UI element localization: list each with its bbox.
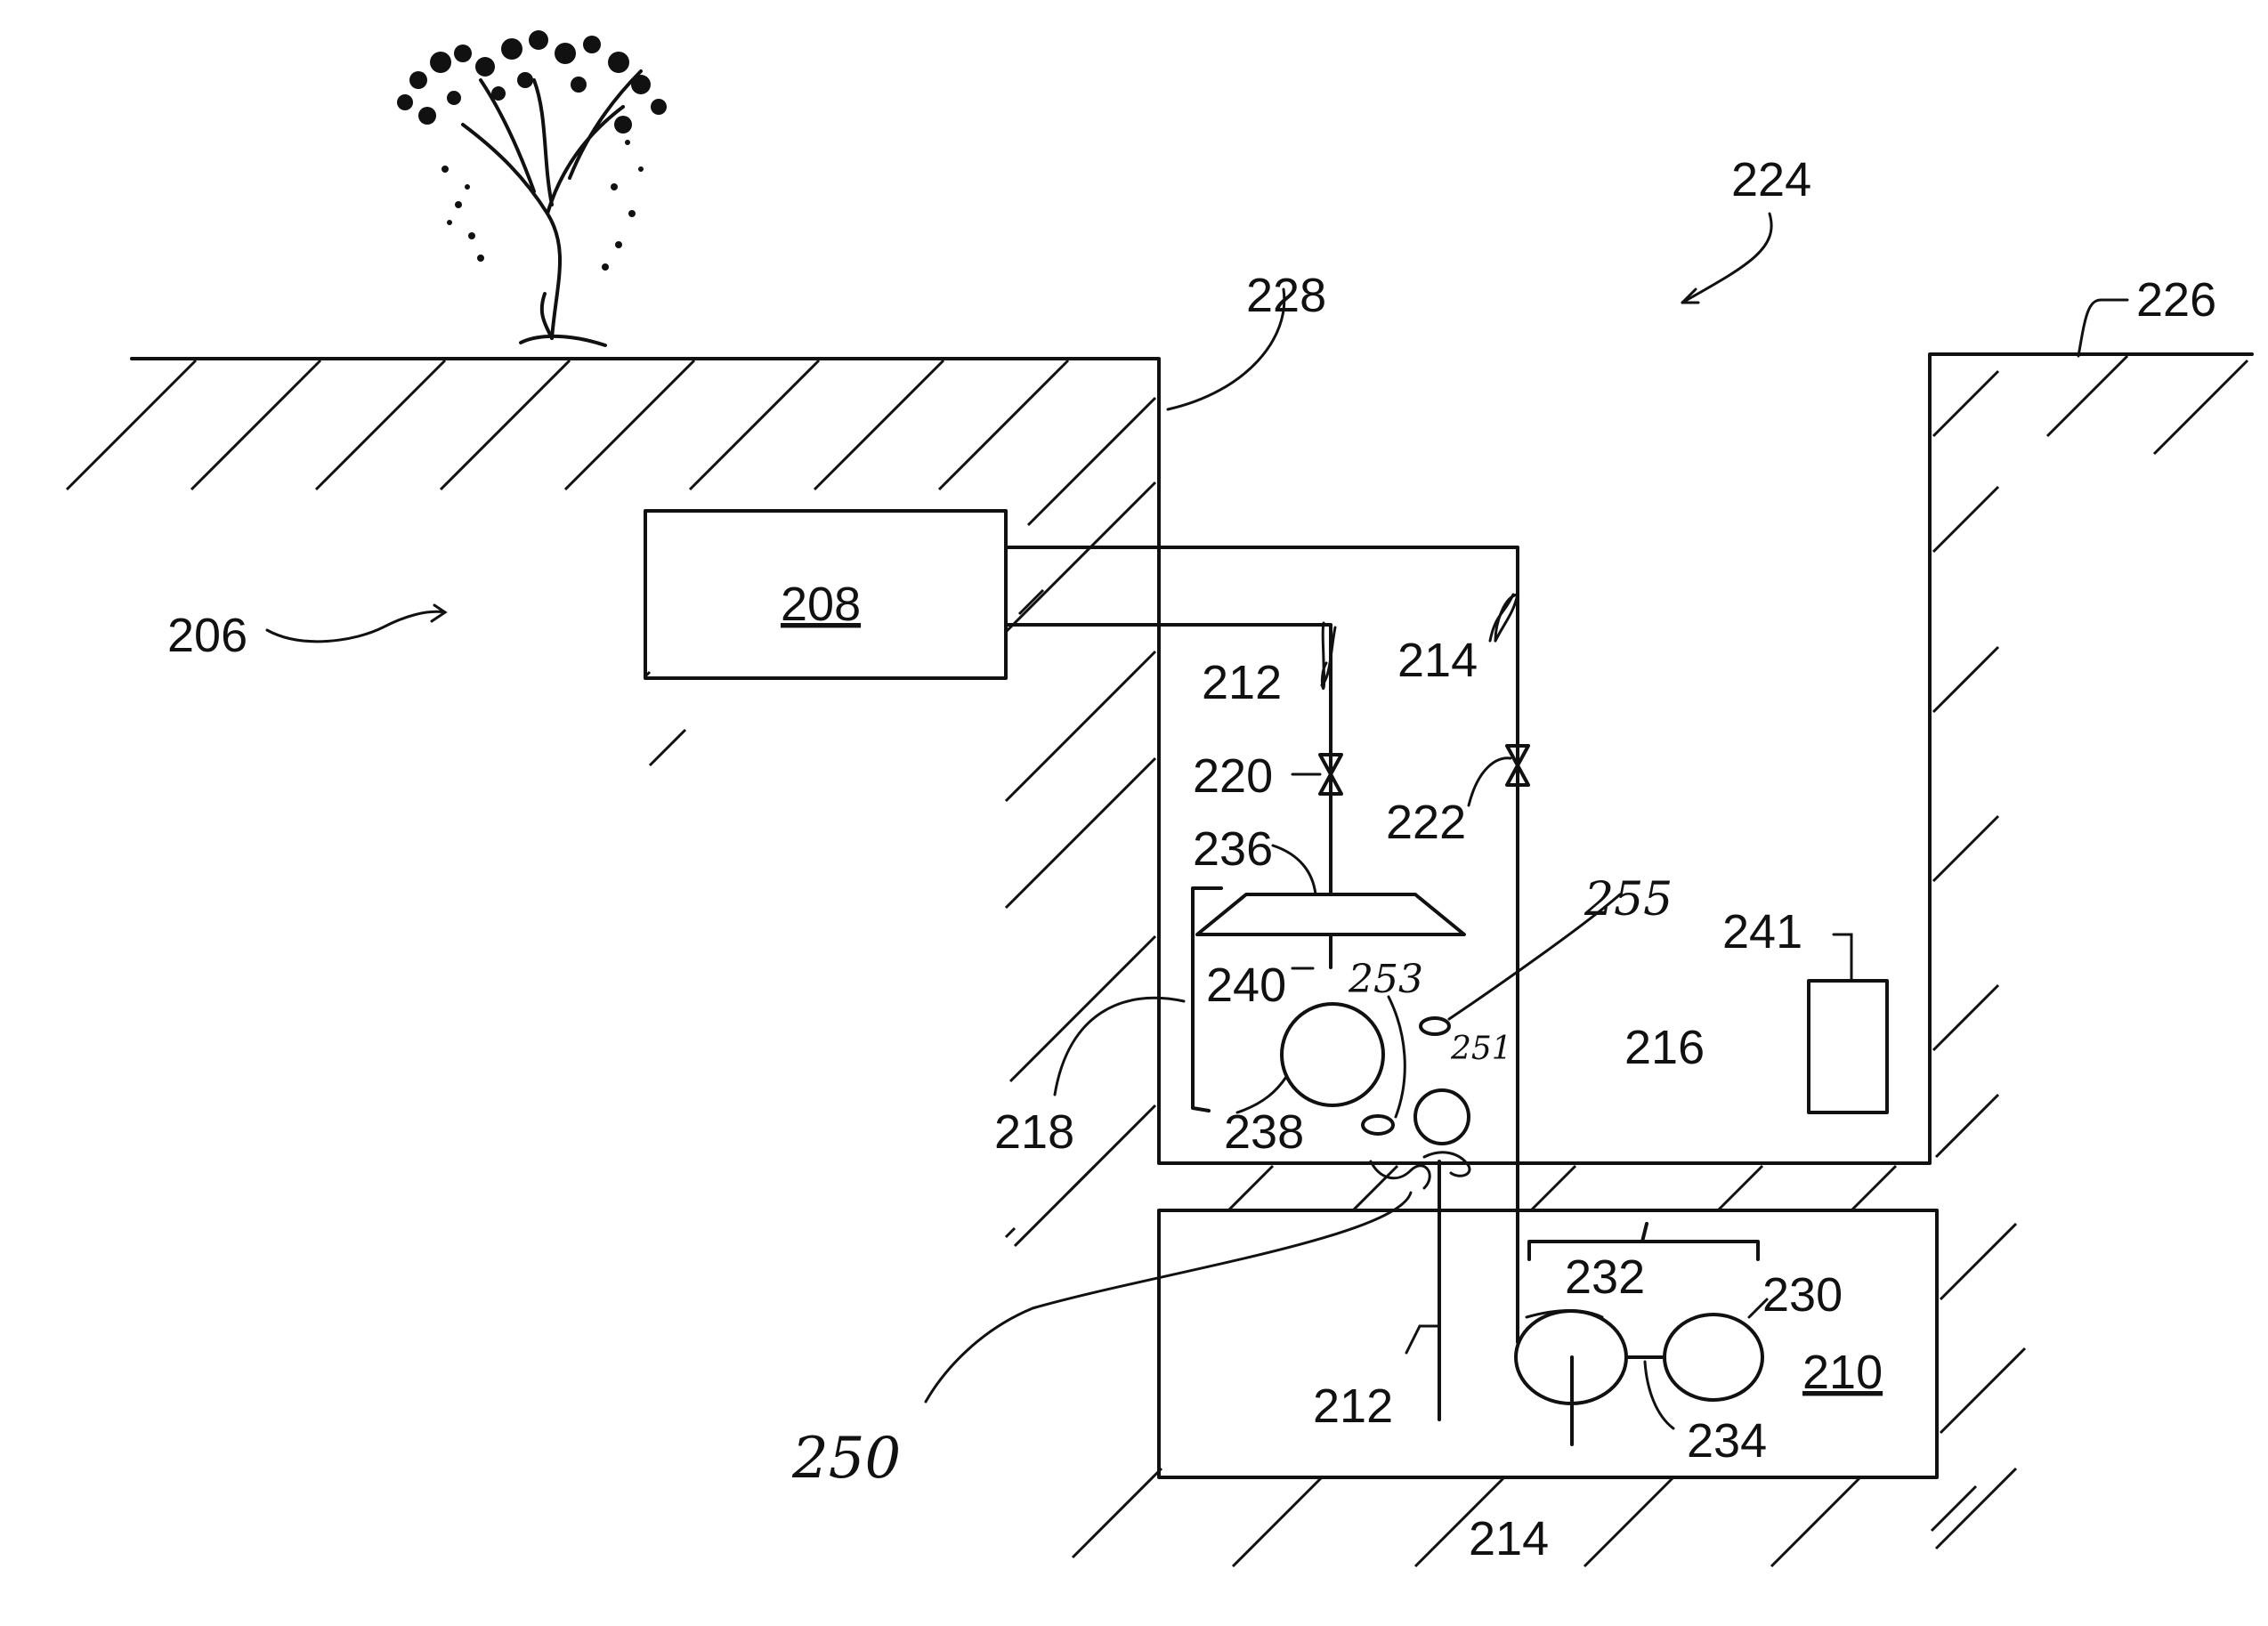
label-232: 232 bbox=[1565, 1250, 1645, 1304]
label-208: 208 bbox=[781, 578, 861, 631]
label-238: 238 bbox=[1224, 1105, 1304, 1159]
label-240: 240 bbox=[1206, 959, 1286, 1012]
tree-icon bbox=[397, 30, 667, 345]
leader-lines bbox=[267, 214, 2127, 1428]
label-218: 218 bbox=[994, 1105, 1074, 1159]
label-212-upper: 212 bbox=[1202, 656, 1282, 709]
label-214-lower: 214 bbox=[1469, 1512, 1549, 1565]
label-241: 241 bbox=[1722, 905, 1802, 959]
label-220: 220 bbox=[1193, 749, 1273, 803]
circle-251 bbox=[1415, 1090, 1469, 1144]
label-250: 250 bbox=[791, 1426, 901, 1492]
circle-238 bbox=[1282, 1004, 1383, 1105]
label-226: 226 bbox=[2136, 273, 2216, 327]
label-236: 236 bbox=[1193, 822, 1273, 876]
label-214-upper: 214 bbox=[1397, 634, 1478, 687]
label-234: 234 bbox=[1687, 1414, 1767, 1468]
oval-253 bbox=[1363, 1116, 1393, 1134]
oval-255 bbox=[1421, 1018, 1449, 1034]
label-228: 228 bbox=[1246, 269, 1326, 322]
label-212-lower: 212 bbox=[1313, 1379, 1393, 1433]
label-224: 224 bbox=[1731, 153, 1811, 206]
label-206: 206 bbox=[167, 609, 247, 662]
line-212 bbox=[1006, 625, 1331, 894]
label-230: 230 bbox=[1762, 1268, 1843, 1322]
platform-236 bbox=[1197, 894, 1464, 934]
label-255: 255 bbox=[1584, 873, 1673, 926]
label-216: 216 bbox=[1624, 1021, 1705, 1074]
label-253: 253 bbox=[1348, 957, 1423, 1002]
circle-230 bbox=[1665, 1315, 1762, 1400]
label-222: 222 bbox=[1386, 796, 1466, 849]
label-210: 210 bbox=[1802, 1346, 1883, 1399]
label-251: 251 bbox=[1450, 1031, 1512, 1067]
box-241 bbox=[1809, 981, 1887, 1112]
